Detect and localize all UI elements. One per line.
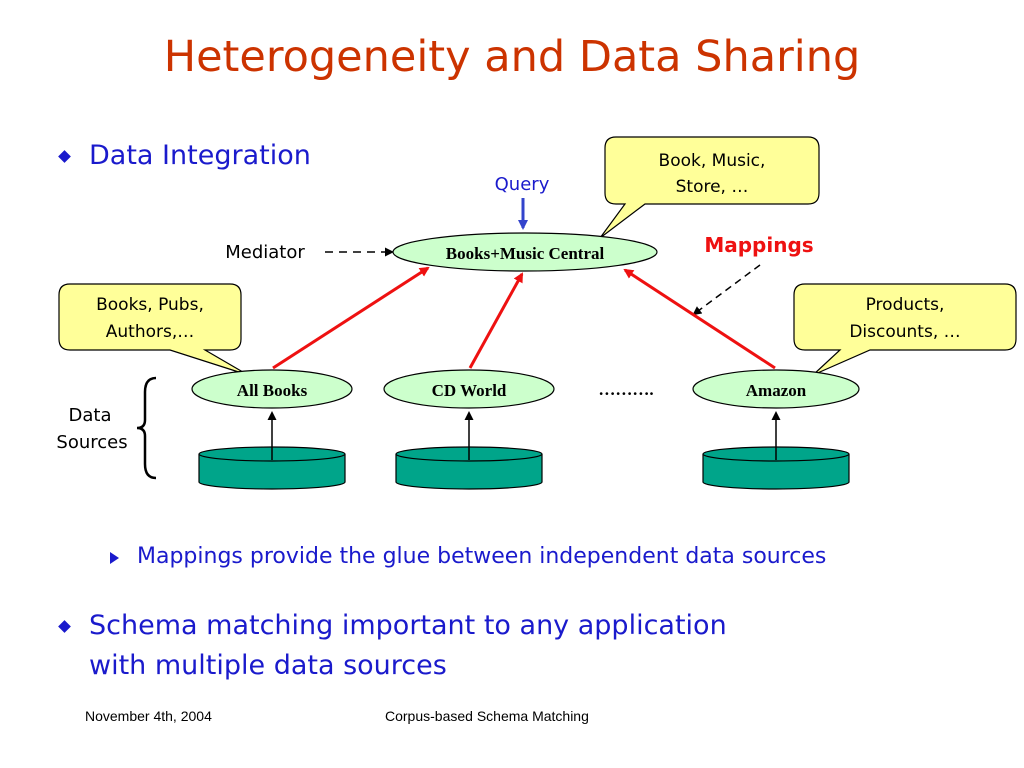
callout-allbooks-schema: Books, Pubs, Authors,… (58, 283, 249, 376)
database-icon-cdworld (395, 446, 543, 490)
mapping-arrow-cdworld (468, 272, 524, 369)
bullet-data-integration: Data Integration (58, 140, 311, 171)
sub-bullet-mappings: Mappings provide the glue between indepe… (110, 544, 826, 569)
bullet-text: Data Integration (89, 140, 311, 171)
callout-amazon-line1: Products, (866, 295, 945, 315)
mediator-node-label: Books+Music Central (446, 244, 605, 263)
data-sources-brace (136, 376, 157, 480)
source-node-amazon: Amazon (692, 369, 860, 409)
more-sources-ellipsis: ………. (598, 380, 653, 399)
mappings-dashed-arrow (692, 264, 761, 316)
diamond-bullet-icon (58, 620, 71, 633)
triangle-bullet-icon (110, 552, 119, 564)
data-sources-label-line2: Sources (56, 432, 127, 453)
database-icon-amazon (702, 446, 850, 490)
mappings-label: Mappings (704, 233, 813, 257)
mediator-node: Books+Music Central (392, 232, 658, 272)
bullet-schema-line1: Schema matching important to any applica… (89, 610, 727, 641)
sub-bullet-text: Mappings provide the glue between indepe… (137, 544, 827, 569)
source-label-allbooks: All Books (237, 381, 308, 400)
bullet-schema-text: Schema matching important to any applica… (89, 606, 727, 686)
callout-amazon-schema: Products, Discounts, … (793, 283, 1017, 376)
data-sources-label-line1: Data (69, 405, 112, 426)
source-node-cdworld: CD World (383, 369, 555, 409)
callout-mediator-line2: Store, … (676, 177, 749, 197)
footer-date: November 4th, 2004 (85, 708, 212, 724)
source-label-cdworld: CD World (432, 381, 507, 400)
bullet-schema-line2: with multiple data sources (89, 650, 447, 681)
source-node-allbooks: All Books (191, 369, 353, 409)
mapping-arrow-amazon (623, 268, 776, 370)
query-label: Query (495, 174, 550, 195)
callout-amazon-line2: Discounts, … (849, 322, 960, 342)
callout-allbooks-line1: Books, Pubs, (96, 295, 204, 315)
callout-mediator-schema: Book, Music, Store, … (599, 136, 820, 239)
bullet-schema-matching: Schema matching important to any applica… (58, 606, 727, 686)
mapping-arrow-allbooks (272, 266, 430, 370)
slide-title: Heterogeneity and Data Sharing (163, 32, 861, 82)
footer-title: Corpus-based Schema Matching (385, 708, 589, 724)
mediator-label: Mediator (225, 242, 305, 263)
callout-mediator-line1: Book, Music, (659, 151, 766, 171)
callout-allbooks-line2: Authors,… (106, 322, 195, 342)
source-label-amazon: Amazon (746, 381, 807, 400)
